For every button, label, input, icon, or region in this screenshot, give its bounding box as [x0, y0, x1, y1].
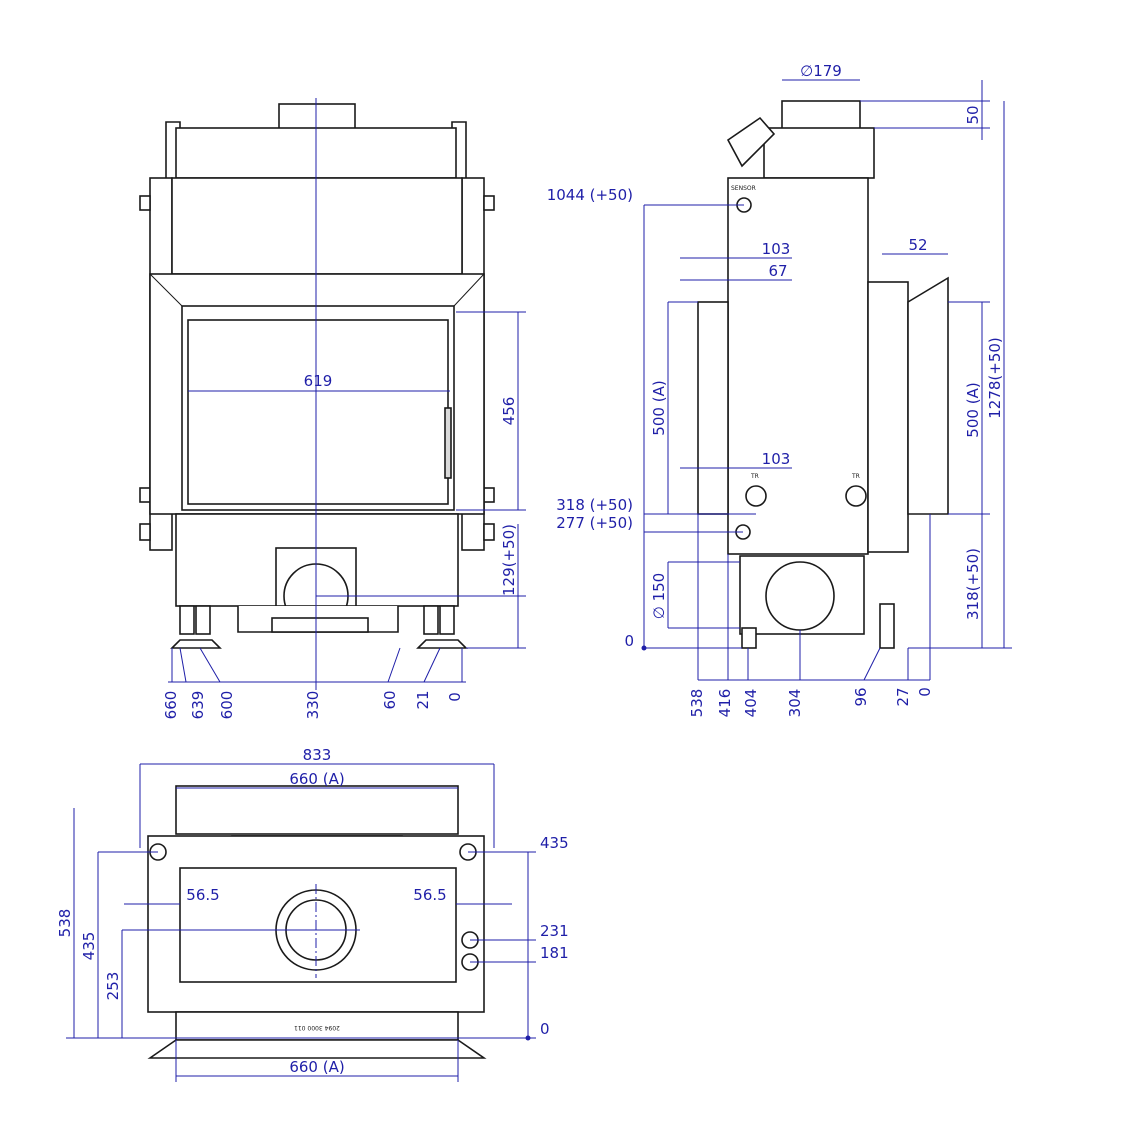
- side-dim-1278-text: 1278(+50): [986, 337, 1004, 419]
- plan-view: 2094 3000 011 833 660 (A) 56.5 56.5 538 …: [56, 746, 569, 1082]
- front-foot-left-b: [195, 605, 211, 635]
- side-dim-416: 416: [716, 689, 734, 718]
- front-dim-600: 600: [218, 691, 236, 720]
- front-dim-660: 660: [162, 691, 180, 720]
- front-foot-right-a: [423, 605, 439, 635]
- front-glass: [187, 319, 449, 505]
- side-dim-538: 538: [688, 689, 706, 718]
- front-dim-639: 639: [189, 691, 207, 720]
- side-foot-front: [741, 627, 757, 649]
- side-dim-277-text: 277 (+50): [556, 514, 633, 532]
- front-right-tab-top: [483, 195, 495, 211]
- side-foot-rear: [879, 603, 895, 649]
- side-tr2-label: TR: [851, 473, 860, 480]
- plan-dim-833-text: 833: [303, 746, 332, 764]
- side-dim-52-text: 52: [908, 236, 927, 254]
- front-left-tab-low: [139, 523, 151, 541]
- side-air-box: [739, 555, 865, 635]
- side-rear-flange: [907, 276, 949, 515]
- plan-zero-marker: [525, 1035, 531, 1041]
- plan-dim-0-text: 0: [540, 1020, 550, 1038]
- side-tr1-label: TR: [750, 473, 759, 480]
- side-dim-404: 404: [742, 689, 760, 718]
- side-tr2-port: [845, 485, 867, 507]
- plan-plate-text: 2094 3000 011: [294, 1024, 340, 1031]
- side-bottom-dim-leaders: [697, 514, 931, 681]
- side-dim-zero-text: 0: [624, 632, 634, 650]
- plan-dim-435r-text: 435: [540, 834, 569, 852]
- front-flue-collar: [278, 103, 356, 130]
- front-left-tab-bottom: [139, 487, 151, 503]
- front-view: 619 456 129(+50) 660 639 600 330 60 21 0: [139, 98, 526, 720]
- front-dim-330: 330: [304, 691, 322, 720]
- plan-dim-231-text: 231: [540, 922, 569, 940]
- front-dim-619-text: 619: [304, 372, 333, 390]
- side-flue-collar: [781, 100, 861, 130]
- plan-dim-56r-text: 56.5: [413, 886, 446, 904]
- side-dim-67-text: 67: [768, 262, 787, 280]
- side-dim-1044-text: 1044 (+50): [547, 186, 633, 204]
- plan-front-trim: [147, 1039, 487, 1059]
- side-dim-150-text: ∅ 150: [650, 573, 668, 619]
- side-tr1-port: [745, 485, 767, 507]
- side-dim-27: 27: [894, 687, 912, 706]
- front-bottom-dim-leaders: [171, 647, 463, 683]
- plan-dim-435l-text: 435: [80, 932, 98, 961]
- side-front-frame: [697, 301, 729, 515]
- side-dim-103m-text: 103: [762, 450, 791, 468]
- front-dim-21: 21: [414, 690, 432, 709]
- front-foot-right-b: [439, 605, 455, 635]
- side-body: [727, 177, 869, 555]
- front-right-tab-bottom: [483, 487, 495, 503]
- side-dim-179-text: ∅179: [800, 62, 842, 80]
- side-dim-50-text: 50: [964, 105, 982, 124]
- side-dim-318-text: 318 (+50): [556, 496, 633, 514]
- front-body-top: [171, 177, 463, 275]
- plan-dim-660t-text: 660 (A): [289, 770, 344, 788]
- side-upper-chamber: [763, 127, 875, 179]
- side-dim-500l-text: 500 (A): [650, 380, 668, 435]
- side-dim-318r-text: 318(+50): [964, 548, 982, 620]
- front-dim-0: 0: [446, 692, 464, 702]
- front-right-tab-low: [483, 523, 495, 541]
- front-dim-60: 60: [381, 690, 399, 709]
- front-foot-left-a: [179, 605, 195, 635]
- front-dim-129-text: 129(+50): [500, 524, 518, 596]
- side-dim-500r-text: 500 (A): [964, 382, 982, 437]
- front-dim-456-text: 456: [500, 397, 518, 426]
- front-door-handle: [444, 407, 452, 479]
- plan-dim-56l-text: 56.5: [186, 886, 219, 904]
- front-base-slot: [271, 617, 369, 633]
- side-lever: [726, 116, 776, 168]
- front-frame-bevels: [149, 273, 485, 307]
- side-sensor-label: SENSOR: [731, 185, 756, 192]
- side-dim-103t-text: 103: [762, 240, 791, 258]
- side-dim-304: 304: [786, 689, 804, 718]
- side-zero-marker: [641, 645, 647, 651]
- plan-dim-660b-text: 660 (A): [289, 1058, 344, 1076]
- plan-inner: [179, 867, 457, 983]
- side-dim-0b: 0: [916, 687, 934, 697]
- plan-dim-538-text: 538: [56, 909, 74, 938]
- plan-dim-253-text: 253: [104, 972, 122, 1001]
- front-foot-pads: [170, 639, 468, 649]
- front-left-tab-top: [139, 195, 151, 211]
- plan-dim-181-text: 181: [540, 944, 569, 962]
- front-upper-flanges: [165, 121, 467, 178]
- side-dim-96: 96: [852, 687, 870, 706]
- side-view: SENSOR TR TR ∅179 50 1278(+50) 500 (A) 3…: [547, 62, 1012, 717]
- side-rear-panel: [867, 281, 909, 553]
- plan-top-flange: [175, 785, 459, 835]
